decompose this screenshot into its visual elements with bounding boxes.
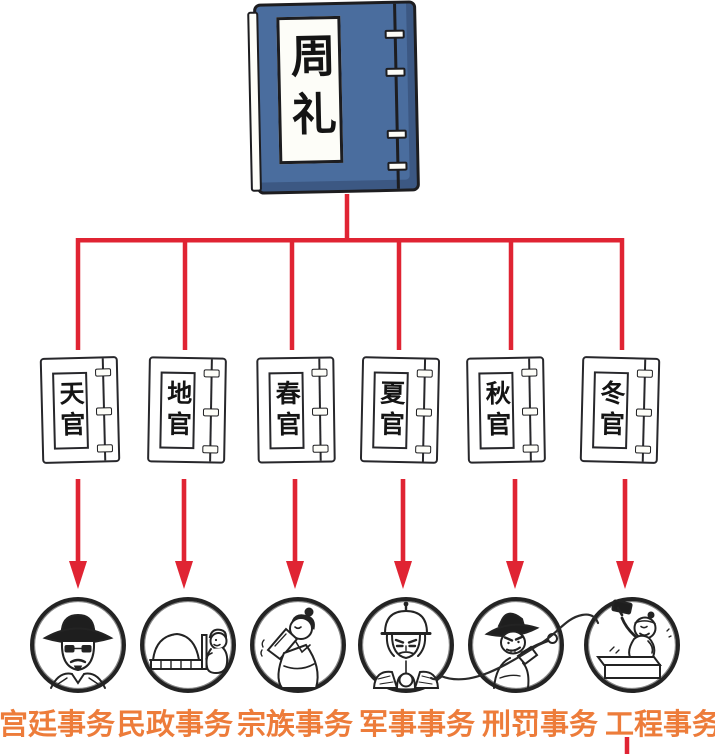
volume-book-label: 冬官 [592, 371, 629, 450]
volume-book-label: 夏官 [372, 371, 409, 450]
binding-stitch [312, 444, 329, 453]
binding-stitch [95, 407, 113, 416]
binding-stitch [387, 161, 408, 171]
craftsman-hammer-icon [584, 597, 680, 693]
binding-stitch [415, 408, 433, 417]
binding-stitch [386, 129, 407, 139]
volume-book-xiaguan: 夏官 [359, 356, 441, 464]
binding-stitch [384, 29, 405, 39]
volume-book-chunguan: 春官 [256, 356, 336, 464]
duty-label-court-affairs: 宫廷事务 [0, 707, 116, 741]
binding-stitch [96, 444, 114, 453]
volume-book-label: 地官 [159, 371, 196, 450]
zhouli-book-title: 周礼 [276, 15, 344, 165]
binding-stitch [522, 444, 539, 453]
volume-book-label: 天官 [52, 371, 89, 450]
whip-magistrate-icon [468, 597, 564, 693]
armored-soldier-icon [358, 597, 454, 693]
down-arrows [69, 479, 634, 589]
binding-stitch [203, 369, 220, 378]
volume-book-qiuguan: 秋官 [466, 356, 546, 464]
duty-label-engineering-affairs: 工程事务 [604, 707, 715, 741]
granary-officer-icon [140, 597, 236, 693]
duty-label-civil-affairs: 民政事务 [116, 707, 234, 741]
binding-stitch [521, 368, 538, 377]
volume-book-diguan: 地官 [147, 356, 227, 464]
binding-stitch [521, 407, 539, 416]
binding-stitch [416, 369, 433, 378]
volume-book-dongguan: 冬官 [579, 356, 661, 464]
court-steward-icon [30, 597, 126, 693]
duty-label-penal-affairs: 刑罚事务 [481, 707, 599, 741]
book-page-edge [247, 11, 262, 192]
binding-stitch [202, 408, 220, 417]
duty-label-military-affairs: 军事事务 [358, 707, 476, 741]
zhouli-book: 周礼 [247, 0, 420, 195]
ritual-officer-icon [250, 597, 346, 693]
binding-stitch [385, 67, 406, 77]
binding-stitch [415, 445, 432, 454]
volume-book-label: 秋官 [478, 371, 515, 450]
binding-stitch [634, 445, 652, 454]
binding-stitch [636, 369, 653, 378]
binding-stitch [311, 368, 328, 377]
duty-label-clan-affairs: 宗族事务 [236, 707, 354, 741]
volume-book-tianguan: 天官 [39, 356, 121, 464]
binding-stitch [635, 408, 653, 417]
binding-stitch [311, 407, 329, 416]
connector-tree [75, 194, 625, 350]
binding-stitch [202, 445, 219, 454]
volume-book-label: 春官 [268, 371, 305, 450]
binding-stitch [94, 368, 112, 377]
